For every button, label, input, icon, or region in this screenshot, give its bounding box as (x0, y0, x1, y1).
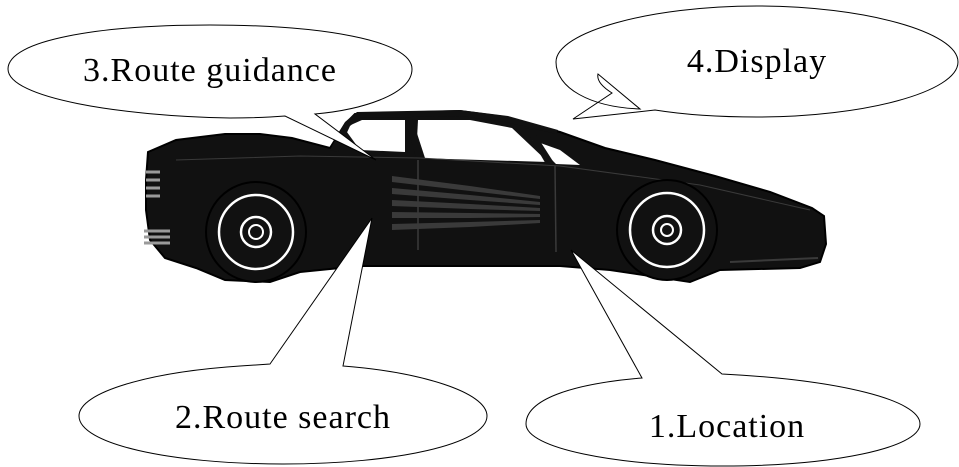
callout-location-label: 1.Location (649, 408, 805, 445)
side-strakes (392, 176, 540, 230)
roof-rail (330, 110, 558, 152)
callout-display-label: 4.Display (687, 43, 827, 80)
sports-car-illustration (144, 109, 828, 284)
exhaust-pipes (144, 229, 170, 245)
window-pillar-b (405, 118, 425, 158)
rear-grille (146, 170, 160, 198)
front-wheel (616, 179, 718, 281)
door-window (416, 120, 548, 162)
callout-display: 4.Display (555, 5, 959, 120)
body-crease (175, 155, 811, 211)
door-line (417, 160, 557, 253)
rear-quarter-window (344, 120, 405, 152)
window-pillar-a (525, 128, 556, 166)
callout-route-search-shape (78, 217, 488, 465)
front-bumper-line (729, 257, 819, 263)
callout-location-shape (525, 249, 921, 467)
callout-display-shape (555, 5, 959, 120)
callout-route-guidance-shape (7, 24, 413, 161)
callout-route-guidance-label: 3.Route guidance (83, 52, 337, 89)
quarter-window-front (532, 140, 580, 165)
callout-route-guidance: 3.Route guidance (7, 24, 413, 161)
callout-route-search: 2.Route search (78, 217, 488, 465)
callout-location: 1.Location (525, 249, 921, 467)
rear-wheel (205, 181, 307, 283)
callout-route-search-label: 2.Route search (175, 399, 391, 436)
